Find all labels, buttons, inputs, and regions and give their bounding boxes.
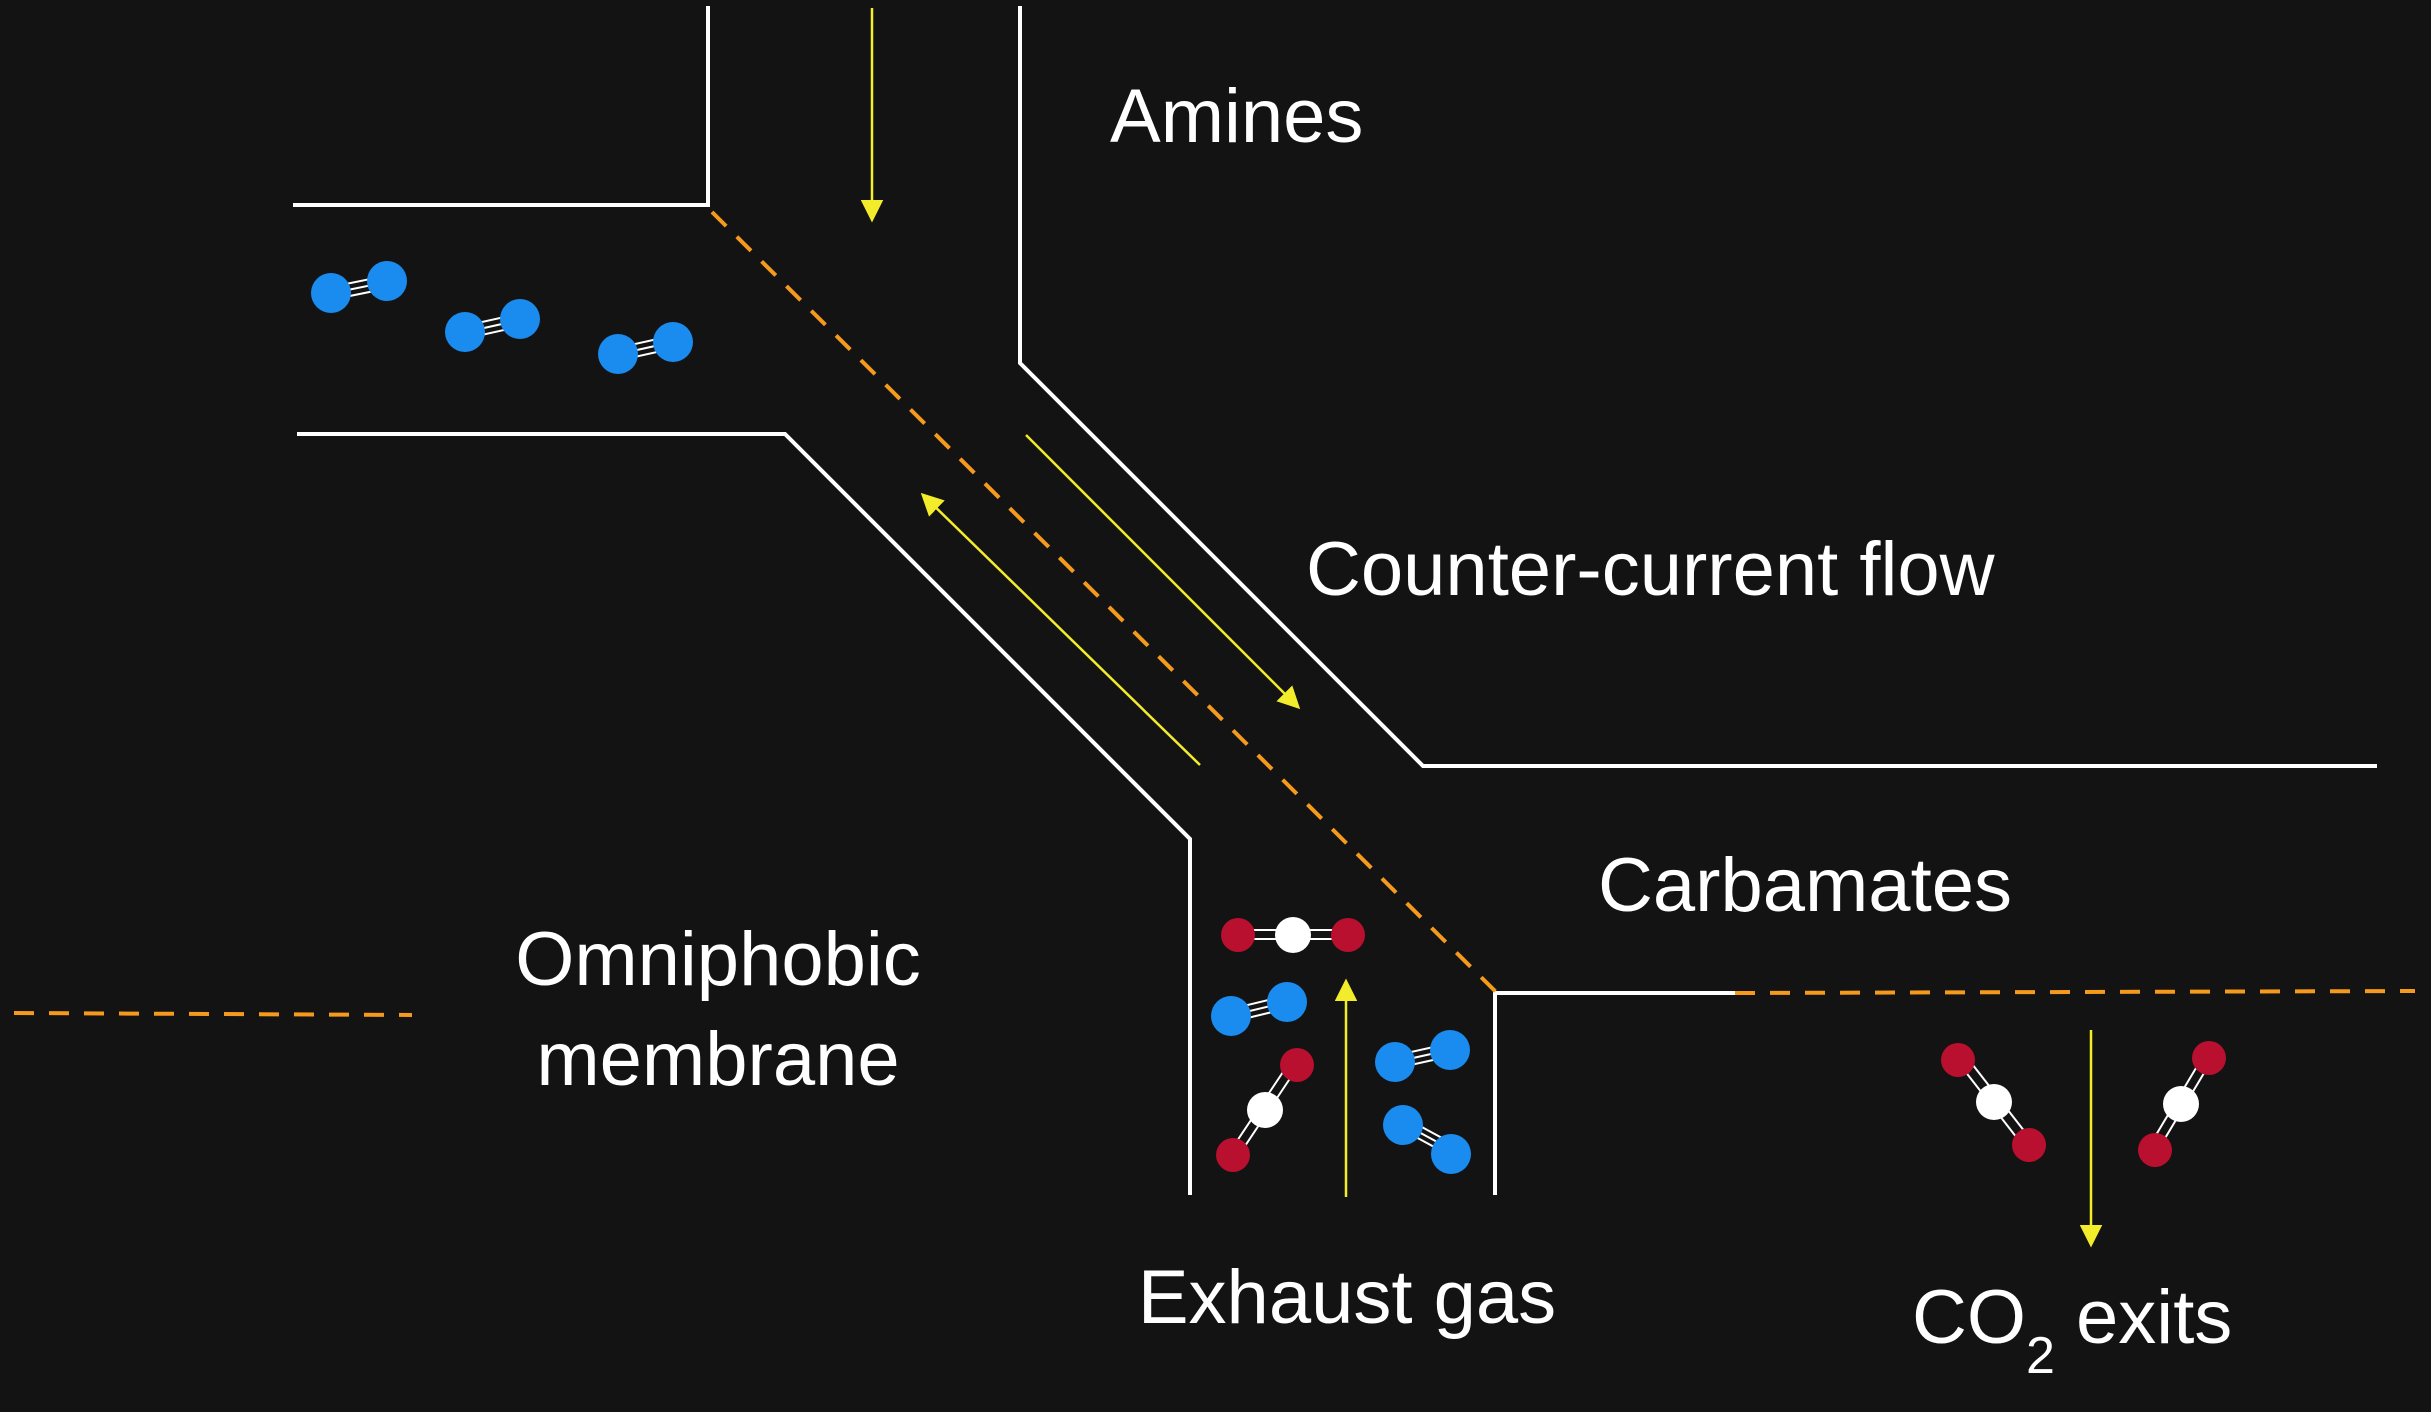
n2-molecule [1383,1105,1471,1174]
labels: Amines Counter-current flow Carbamates O… [515,74,2232,1385]
exhaust-gas-label: Exhaust gas [1138,1255,1556,1340]
co2-exits-suffix: exits [2055,1275,2232,1360]
omniphobic-membrane-label-line2: membrane [536,1017,899,1102]
n2-molecule [598,322,693,374]
n2-molecule [445,299,540,352]
co2-molecule [1221,917,1365,953]
co2-molecule [1941,1043,2046,1162]
gas-upstream-arrow [920,492,1201,766]
co2-exits-prefix: CO [1912,1275,2026,1360]
membrane-right-segment [1734,989,2416,995]
exhaust-channel-right-wall [1493,991,1735,1195]
co2-exits-subscript: 2 [2026,1327,2055,1385]
n2-molecule [1375,1030,1470,1082]
counter-current-flow-label: Counter-current flow [1306,527,1996,612]
channel-walls [293,6,2377,1195]
carbon-dioxide-molecules [1216,917,2226,1172]
co2-molecule [2138,1041,2226,1167]
membrane-diagonal [710,210,1499,995]
flow-arrows [860,8,2103,1248]
carbamates-label: Carbamates [1598,843,2012,928]
amine-downstream-arrow [1025,434,1301,710]
omniphobic-membrane [13,210,2416,1017]
nitrogen-molecules [311,261,1471,1174]
amines-label: Amines [1110,74,1363,159]
co2-molecule [1216,1048,1314,1172]
n2-molecule [311,261,407,313]
amine-inlet-left-wall [293,6,710,207]
co2-exits-label: CO2 exits [1912,1275,2232,1385]
omniphobic-membrane-label-line1: Omniphobic [515,917,921,1002]
amine-inlet-right-wall [1018,6,2377,768]
n2-molecule [1211,982,1307,1036]
membrane-legend-line [13,1011,413,1017]
left-channel-lower-wall [297,432,1192,1195]
